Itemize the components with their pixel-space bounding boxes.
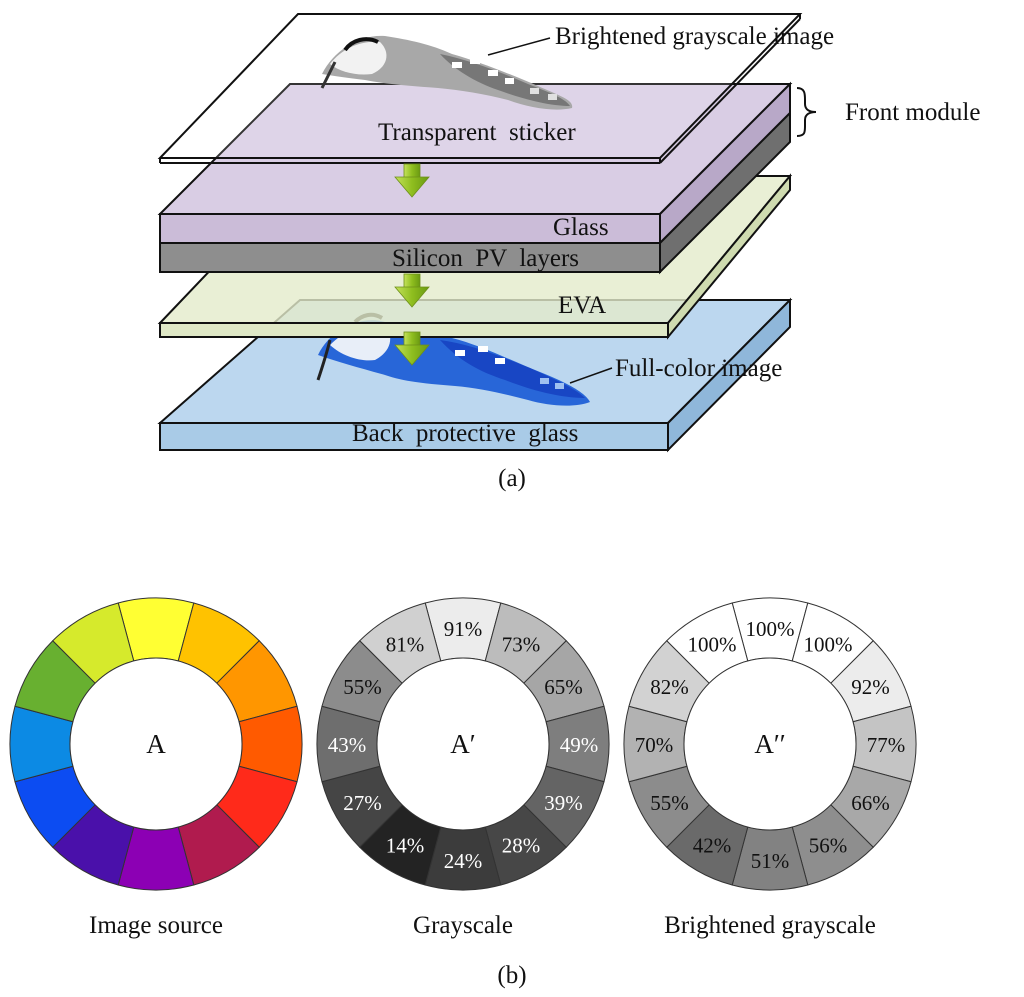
wheel-center [683,657,857,831]
wheel-center-label: A′′ [754,729,785,759]
caption-b: (b) [497,962,526,989]
segment-percent-label: 100% [746,617,795,641]
brightened-leader-line [487,37,551,56]
wheel-center-label: A′ [450,729,475,759]
segment-percent-label: 65% [544,675,583,699]
segment-percent-label: 92% [851,675,890,699]
segment-percent-label: 55% [650,791,689,815]
part-b: A Image source 91% 73%65% 49% 39%28% 24% 14%27%… [9,597,917,989]
color-wheels: A Image source 91% 73%65% 49% 39%28% 24% 14%27%… [9,597,917,939]
segment-percent-label: 28% [502,833,541,857]
glass-label: Glass [553,214,609,241]
back-glass-label: Back protective glass [352,420,578,447]
glass-pv-block [157,81,793,275]
transparent-sticker-label: Transparent sticker [378,119,576,146]
pv-layers-label: Silicon PV layers [392,245,579,272]
segment-percent-label: 73% [502,633,541,657]
wheel-center-label: A [146,729,166,759]
eva-label: EVA [558,292,606,319]
segment-percent-label: 27% [343,791,382,815]
segment-percent-label: 66% [851,791,890,815]
segment-percent-label: 70% [635,733,674,757]
caption-a: (a) [498,465,526,492]
segment-percent-label: 24% [444,849,483,873]
segment-percent-label: 82% [650,675,689,699]
part-a: Brightened grayscale image Front module … [157,13,980,492]
segment-percent-label: 51% [751,849,790,873]
segment-percent-label: 49% [560,733,599,757]
wheel-1: A Image source [9,597,303,939]
segment-percent-label: 14% [386,833,425,857]
full-color-label: Full-color image [615,355,782,382]
front-module-brace-icon [796,87,817,137]
wheel-3: 100% 100% 92% 77% 66%56% 51% 42%55% 70% 82% 100% A… [623,597,917,939]
segment-percent-label: 56% [809,833,848,857]
segment-percent-label: 100% [804,633,853,657]
segment-percent-label: 43% [328,733,367,757]
wheel-caption: Image source [89,912,223,939]
segment-percent-label: 81% [386,633,425,657]
segment-percent-label: 91% [444,617,483,641]
brightened-grayscale-label: Brightened grayscale image [555,23,834,50]
wheel-caption: Grayscale [413,912,513,939]
wheel-center [69,657,243,831]
segment-percent-label: 42% [693,833,732,857]
wheel-center [376,657,550,831]
wheel-caption: Brightened grayscale [664,912,876,939]
wheel-2: 91% 73%65% 49% 39%28% 24% 14%27% 43% 55%81% A′ Gr… [316,597,610,939]
segment-percent-label: 55% [343,675,382,699]
segment-percent-label: 39% [544,791,583,815]
grayscale-bird-image [320,35,573,110]
segment-percent-label: 100% [688,633,737,657]
front-module-label: Front module [845,99,980,126]
segment-percent-label: 77% [867,733,906,757]
full-color-leader-line [569,367,613,384]
